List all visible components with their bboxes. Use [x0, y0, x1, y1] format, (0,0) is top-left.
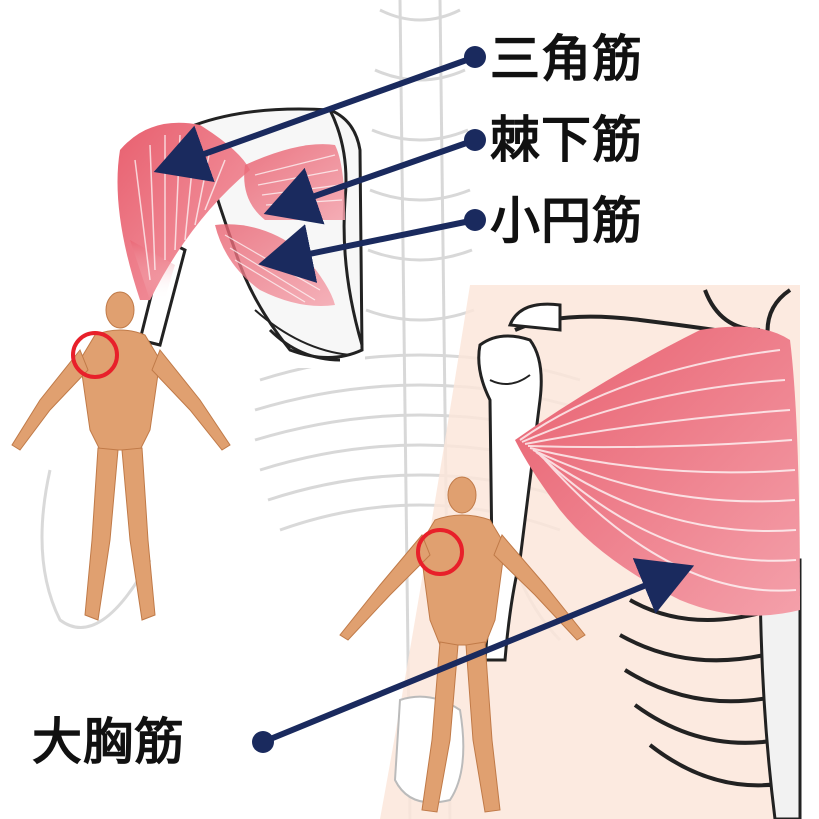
deltoid-arrow-dot: [464, 46, 486, 68]
deltoid-arrow: [153, 54, 477, 183]
back-body-figure: [11, 291, 231, 621]
pectoralis-major-arrow: [261, 558, 695, 745]
label-arrows: [153, 46, 695, 753]
pectoralis-major-arrow-dot: [252, 731, 274, 753]
deltoid-label: 三角筋: [490, 30, 643, 88]
front-figure-highlight-circle: [416, 528, 464, 576]
infraspinatus-arrow-dot: [464, 129, 486, 151]
front-body-figure: [339, 476, 586, 813]
infraspinatus-arrow: [263, 137, 476, 225]
teres-minor-arrow: [258, 217, 476, 283]
pectoralis-major-muscle: [515, 326, 800, 616]
infraspinatus-label: 棘下筋: [490, 111, 643, 169]
back-figure-highlight-circle: [71, 331, 119, 379]
teres-minor-label: 小円筋: [490, 192, 643, 250]
deltoid-muscle: [117, 122, 250, 301]
pectoralis-major-label: 大胸筋: [32, 713, 185, 771]
teres-minor-arrow-dot: [464, 209, 486, 231]
